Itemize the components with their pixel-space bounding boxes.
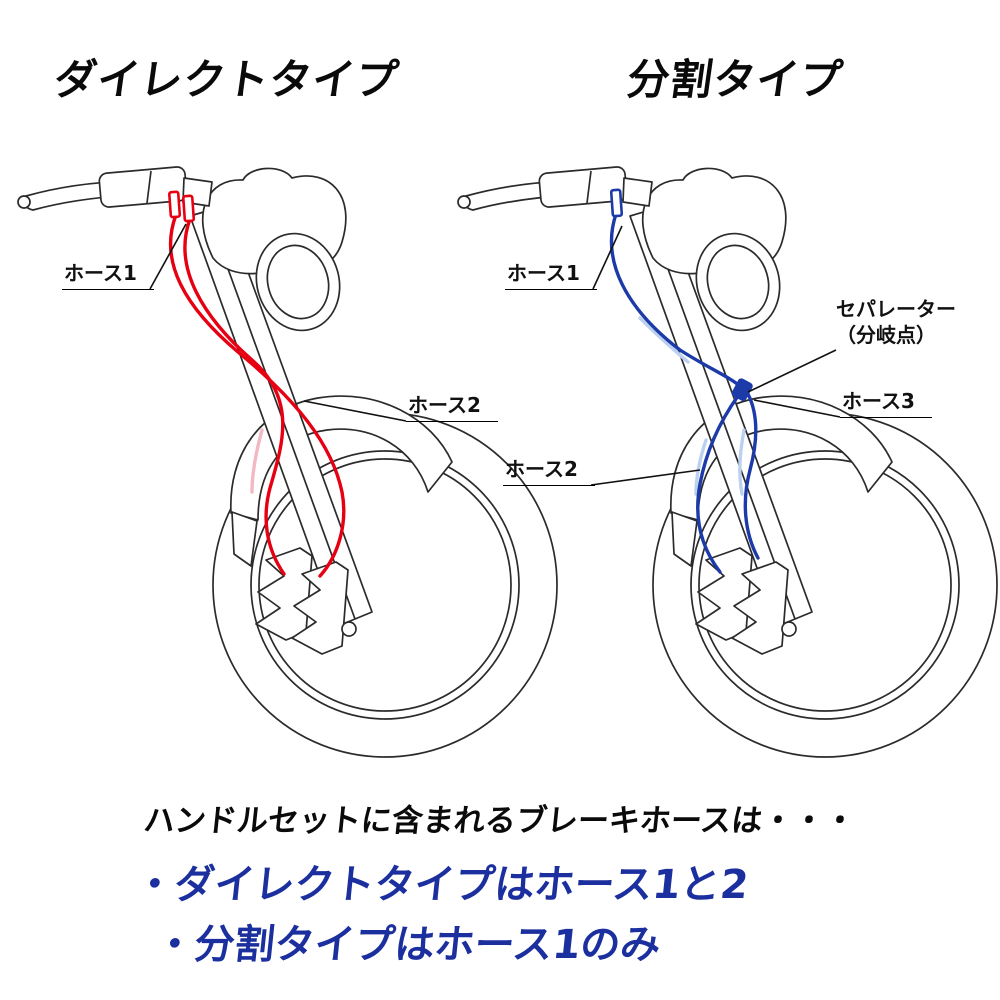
leader-split-separator bbox=[747, 349, 837, 393]
separator-label-line1: セパレーター bbox=[836, 297, 956, 321]
separator-label-line2: （分岐点） bbox=[836, 323, 936, 347]
hose-hidden-segment-icon bbox=[250, 428, 264, 494]
direct-type-hoses bbox=[168, 190, 346, 578]
label-split-hose2: ホース2 bbox=[503, 456, 595, 486]
leader-lines bbox=[149, 223, 841, 486]
leader-split-hose2 bbox=[590, 469, 701, 486]
leader-split-hose1 bbox=[592, 225, 623, 290]
leader-split-hose3 bbox=[753, 399, 841, 418]
leader-direct-hose1 bbox=[149, 223, 187, 290]
hose-hidden-segment-icon bbox=[694, 438, 708, 496]
footer-heading: ハンドルセットに含まれるブレーキホースは・・・ bbox=[142, 803, 858, 839]
label-split-separator: セパレーター （分岐点） bbox=[836, 296, 956, 348]
footer-bullet-split: ・分割タイプはホース1のみ bbox=[152, 922, 663, 968]
hose2-direct-icon bbox=[183, 217, 286, 576]
separator-icon bbox=[731, 378, 753, 402]
split-type-hoses bbox=[609, 188, 760, 574]
banjo-fitting-icon bbox=[168, 190, 182, 219]
hose-hidden-segment-icon bbox=[638, 316, 690, 364]
hose1-direct-icon bbox=[168, 213, 346, 578]
direct-type-bike-art bbox=[17, 165, 558, 758]
hose3-split-icon bbox=[743, 392, 760, 560]
banjo-fitting-icon bbox=[182, 194, 196, 223]
label-direct-hose1: ホース1 bbox=[62, 260, 154, 290]
label-split-hose1: ホース1 bbox=[505, 260, 597, 290]
hose-hidden-segment-icon bbox=[738, 428, 746, 496]
hose1-split-icon bbox=[609, 212, 744, 390]
banjo-fitting-icon bbox=[609, 188, 624, 218]
label-split-hose3: ホース3 bbox=[840, 388, 932, 418]
hose2-split-icon bbox=[696, 394, 740, 574]
leader-direct-hose2 bbox=[303, 400, 407, 422]
footer-bullet-direct: ・ダイレクトタイプはホース1と2 bbox=[132, 862, 751, 908]
label-direct-hose2: ホース2 bbox=[406, 392, 498, 422]
